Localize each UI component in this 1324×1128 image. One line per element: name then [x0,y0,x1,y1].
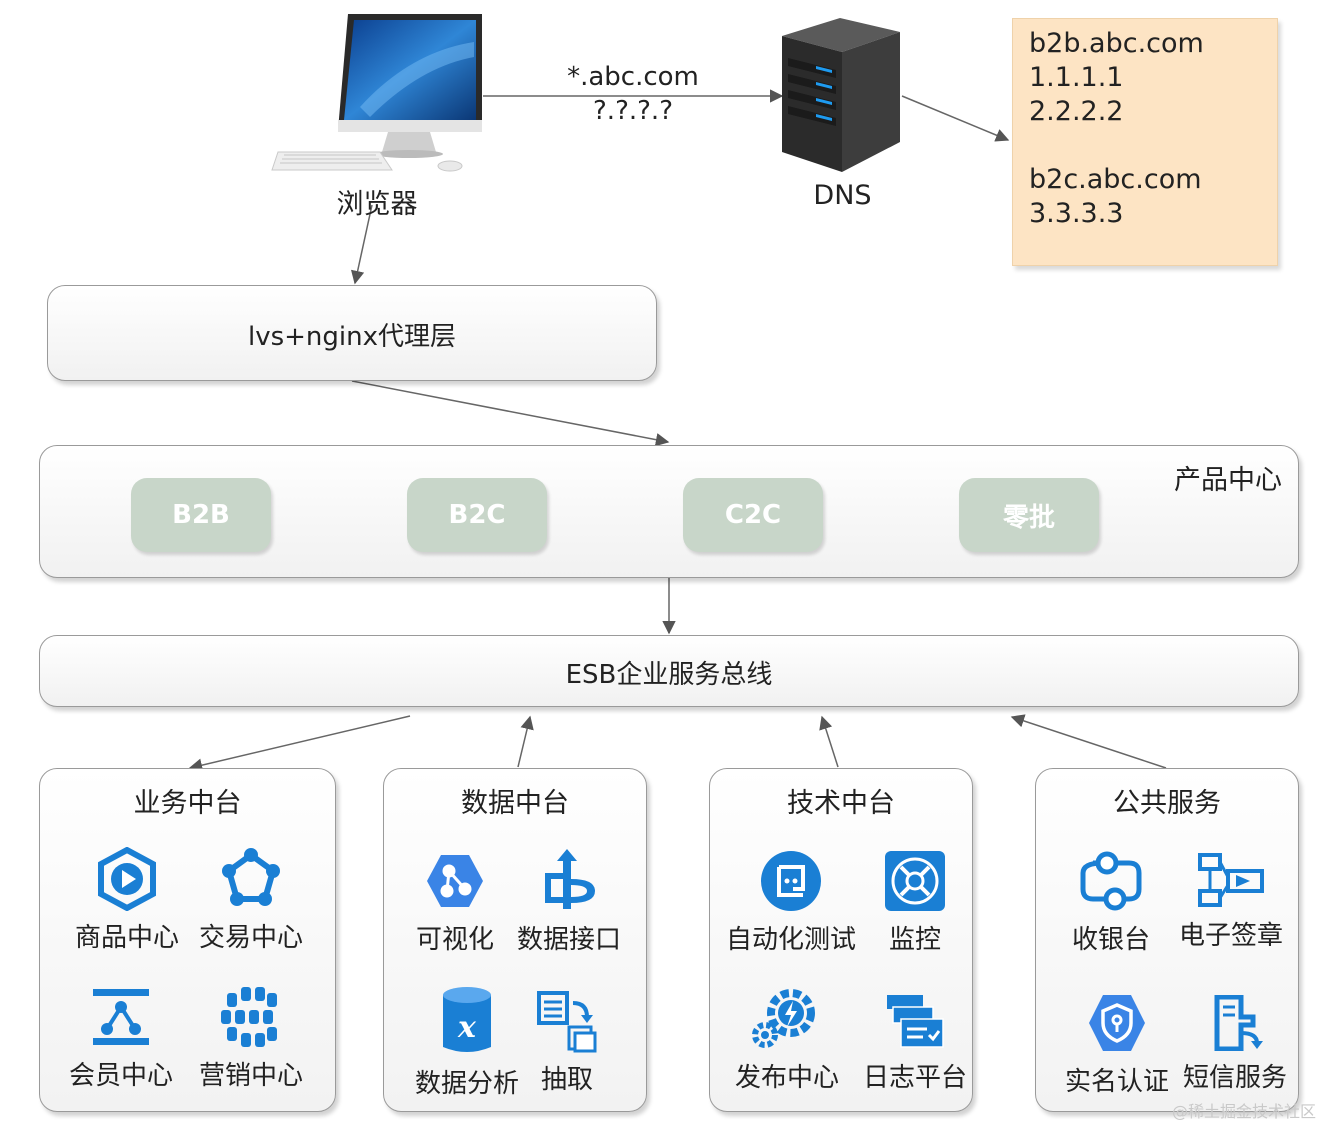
data-interface-label: 数据接口 [516,925,621,955]
esb-bus-label: ESB企业服务总线 [565,660,773,690]
monitor-icon [885,851,945,911]
log-platform-label: 日志平台 [862,1063,967,1093]
visualization-label: 可视化 [415,925,494,955]
data-platform-module: 数据中台 可视化 数据接口 x 数据分析 [383,768,647,1112]
extract-item: 抽取 [502,989,632,1096]
dns-record-line: b2b.abc.com [1029,28,1204,59]
server-icon [782,18,900,172]
member-center-icon [93,989,149,1045]
cashier-item: 收银台 [1046,849,1176,956]
browser-label: 浏览器 [336,189,418,220]
dns-query-domain: *.abc.com [567,62,699,92]
monitor-item: 监控 [850,849,980,956]
public-service-title: 公共服务 [1113,788,1221,819]
data-analysis-icon: x [443,987,491,1052]
log-platform-item: 日志平台 [850,991,980,1094]
arrow-data-to-esb [517,715,534,768]
trade-center-icon [222,848,280,906]
product-center-title: 产品中心 [1174,465,1282,496]
extract-icon [537,991,597,1053]
proxy-layer-box: lvs+nginx代理层 [47,285,657,381]
trade-center-item: 交易中心 [186,847,316,954]
log-platform-icon [887,995,944,1048]
dns-record-line [1029,129,1261,163]
visualization-icon [427,855,483,907]
arrow-dns-to-records [901,95,1010,142]
watermark: @稀土掘金技术社区 [1171,1102,1316,1121]
real-name-auth-item: 实名认证 [1052,991,1182,1098]
dns-label: DNS [813,180,872,211]
e-signature-item: 电子签章 [1166,853,1296,952]
automation-test-icon [761,851,821,911]
business-platform-title: 业务中台 [133,788,242,819]
product-c2c: C2C [683,478,823,552]
dns-record-line: 3.3.3.3 [1029,198,1124,229]
automation-test-item: 自动化测试 [726,849,856,956]
arrow-public-to-esb [1010,714,1167,769]
arrow-tech-to-esb [819,715,839,768]
data-analysis-label: 数据分析 [414,1069,519,1099]
marketing-center-icon [221,987,277,1047]
dns-record-line: 2.2.2.2 [1029,96,1124,127]
real-name-auth-label: 实名认证 [1064,1067,1169,1097]
esb-bus-box: ESB企业服务总线 [39,635,1299,707]
e-signature-icon [1198,853,1264,907]
sms-service-label: 短信服务 [1182,1063,1287,1093]
arrow-proxy-to-product [351,380,670,447]
cashier-icon [1080,851,1142,911]
product-b2b: B2B [131,478,271,552]
extract-label: 抽取 [540,1065,593,1095]
product-center-box: 产品中心 B2B B2C C2C 零批 [39,445,1299,578]
data-platform-title: 数据中台 [461,788,569,819]
data-interface-icon [545,849,595,909]
tech-platform-title: 技术中台 [787,788,895,819]
desktop-computer-icon [271,14,482,172]
marketing-center-label: 营销中心 [198,1061,303,1091]
public-service-module: 公共服务 收银台 电子签章 实名认证 [1035,768,1299,1112]
arrow-browser-to-proxy [350,204,373,285]
tech-platform-module: 技术中台 自动化测试 监控 发布中心 [709,768,973,1112]
dns-records-note: b2b.abc.com 1.1.1.1 2.2.2.2 b2c.abc.com … [1012,18,1278,266]
dns-node: DNS [780,14,905,214]
monitor-label: 监控 [888,925,941,955]
member-center-label: 会员中心 [68,1061,173,1091]
browser-node: 浏览器 [270,12,485,220]
release-center-label: 发布中心 [734,1063,839,1093]
arrow-esb-to-business [188,715,411,772]
dns-record-line: 1.1.1.1 [1029,62,1124,93]
business-platform-module: 业务中台 商品中心 交易中心 会员中心 [39,768,336,1112]
cashier-label: 收银台 [1071,925,1150,955]
marketing-center-item: 营销中心 [186,985,316,1092]
release-center-item: 发布中心 [722,987,852,1094]
data-analysis-item: x 数据分析 [402,985,532,1100]
trade-center-label: 交易中心 [198,923,303,953]
member-center-item: 会员中心 [56,985,186,1092]
product-b2c: B2C [407,478,547,552]
sms-service-icon [1214,995,1263,1051]
dns-query-ip: ?.?.?.? [593,96,673,126]
data-interface-item: 数据接口 [504,849,634,956]
release-center-icon [752,989,815,1048]
sms-service-item: 短信服务 [1170,995,1300,1094]
dns-record-line: b2c.abc.com [1029,164,1202,195]
product-center-item: 商品中心 [62,847,192,954]
automation-test-label: 自动化测试 [726,925,857,955]
visualization-item: 可视化 [390,849,520,956]
e-signature-label: 电子签章 [1178,921,1283,951]
svg-text:x: x [457,1010,477,1045]
proxy-layer-label: lvs+nginx代理层 [247,322,456,352]
product-center-label: 商品中心 [74,923,179,953]
product-center-icon [98,847,156,911]
real-name-auth-icon [1089,995,1145,1051]
product-wholesale: 零批 [959,478,1099,552]
